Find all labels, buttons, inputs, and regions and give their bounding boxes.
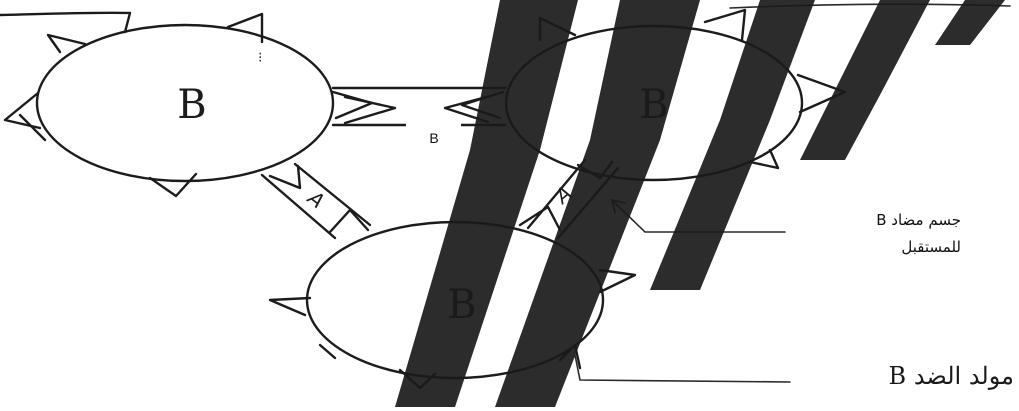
watermark [395,0,1005,407]
antigen-spike [270,298,310,315]
label-b-antibody-line2: للمستقبل [851,234,961,261]
top-left-arrow [0,13,130,32]
antibody-arm [333,92,372,118]
cell-label-top-left: B [177,82,206,128]
antigen-spike [5,93,40,128]
cell-top-left: B ⁝ [5,14,333,196]
bridge-label-top: B [429,130,438,146]
bridge-edge [295,164,370,225]
antigen-spike [150,174,196,196]
antigen-spike [228,14,262,42]
label-b-antigen: مولد الضد B [764,362,1014,390]
pencil-marks: ⁝ [258,50,262,66]
label-b-antibody-line1: جسم مضاد B [851,207,961,234]
pointer-line-antigen [575,355,790,382]
watermark-stroke [935,0,1005,45]
antibody-arm [330,210,368,232]
antigen-spike [320,345,335,358]
antibody-arm [520,207,560,230]
label-b-antibody: جسم مضاد B للمستقبل [851,207,961,261]
antibody-bridge-left: A [262,164,370,238]
watermark-stroke [800,0,930,160]
